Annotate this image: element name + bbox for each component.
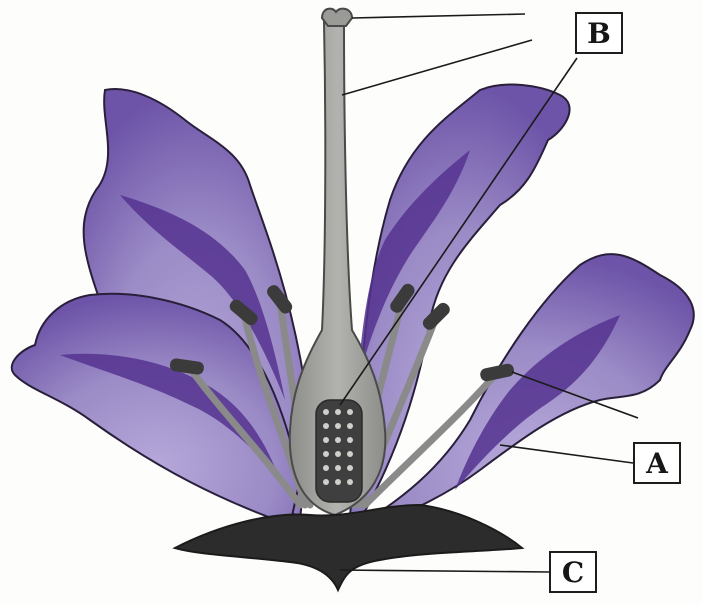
label-b: B — [575, 12, 623, 54]
leader-line-a — [500, 445, 633, 463]
label-a: A — [633, 442, 681, 484]
sepal-base — [175, 505, 522, 590]
sepals — [175, 505, 522, 590]
leader-line-stigma — [352, 14, 525, 18]
stigma — [322, 9, 352, 26]
label-c: C — [549, 551, 597, 593]
leader-line-c — [340, 570, 549, 572]
ovary — [316, 400, 362, 502]
pistil — [290, 9, 386, 515]
